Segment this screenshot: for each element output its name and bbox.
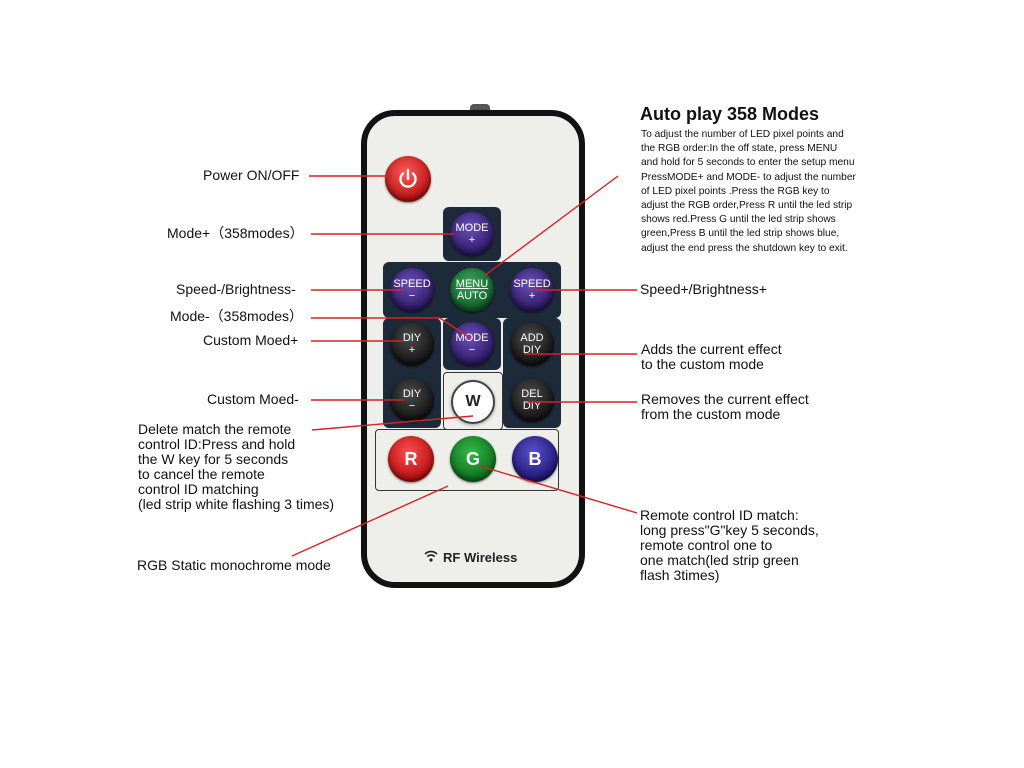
- mode-plus-label-top: MODE: [455, 222, 489, 234]
- line-menu: [483, 175, 619, 277]
- speed-plus-label-bottom: +: [528, 290, 536, 302]
- add-diy-label-top: ADD: [520, 332, 544, 344]
- b-label: B: [528, 449, 542, 469]
- line-id-match: [479, 465, 638, 514]
- diy-minus-label-bottom: −: [408, 400, 416, 412]
- label-speed-minus: Speed-/Brightness-: [176, 281, 296, 297]
- mode-plus-label-bottom: +: [468, 234, 476, 246]
- auto-play-title: Auto play 358 Modes: [640, 104, 820, 124]
- label-speed-plus: Speed+/Brightness+: [640, 281, 767, 297]
- w-label: W: [465, 393, 481, 410]
- b-button[interactable]: B: [512, 436, 558, 482]
- add-diy-label-bottom: DIY: [522, 344, 542, 356]
- speed-minus-label-top: SPEED: [393, 278, 431, 290]
- rgb-button-frame: [375, 429, 559, 491]
- add-diy-button[interactable]: ADD DIY: [510, 322, 554, 366]
- menu-label: MENU: [455, 278, 489, 290]
- power-button[interactable]: [385, 156, 431, 202]
- diy-plus-button[interactable]: DIY +: [390, 322, 434, 366]
- rf-wireless-label: RF Wireless: [443, 550, 518, 565]
- mode-plus-button[interactable]: MODE +: [450, 212, 494, 256]
- r-label: R: [404, 449, 418, 469]
- label-mode-minus: Mode-（358modes）: [170, 308, 304, 324]
- diy-minus-label-top: DIY: [402, 388, 422, 400]
- r-button[interactable]: R: [388, 436, 434, 482]
- del-diy-label-top: DEL: [521, 388, 543, 400]
- del-diy-button[interactable]: DEL DIY: [510, 378, 554, 422]
- label-custom-plus: Custom Moed+: [203, 332, 299, 348]
- label-delete-match: Delete match the remote control ID:Press…: [138, 421, 335, 512]
- line-rgb-static: [291, 485, 449, 557]
- label-id-match: Remote control ID match: long press"G"ke…: [640, 507, 819, 583]
- mode-minus-label-top: MODE: [455, 332, 489, 344]
- speed-minus-label-bottom: −: [408, 290, 416, 302]
- line-mode-minus-d: [439, 317, 471, 339]
- diy-plus-label-top: DIY: [402, 332, 422, 344]
- remote-antenna-nub: [470, 104, 490, 112]
- auto-play-description: To adjust the number of LED pixel points…: [641, 129, 856, 254]
- label-custom-minus: Custom Moed-: [207, 391, 299, 407]
- mode-minus-label-bottom: −: [468, 344, 476, 356]
- del-diy-label-bottom: DIY: [522, 400, 542, 412]
- auto-label: AUTO: [456, 290, 488, 302]
- g-label: G: [465, 449, 480, 469]
- label-remove-effect: Removes the current effect from the cust…: [641, 391, 809, 422]
- speed-plus-label-top: SPEED: [513, 278, 551, 290]
- label-mode-plus: Mode+（358modes）: [167, 225, 304, 241]
- power-icon: [399, 168, 417, 188]
- label-power: Power ON/OFF: [203, 167, 300, 183]
- label-rgb-static: RGB Static monochrome mode: [137, 557, 331, 573]
- label-add-effect: Adds the current effect to the custom mo…: [641, 341, 782, 372]
- wifi-signal-icon: [424, 550, 438, 562]
- diy-plus-label-bottom: +: [408, 344, 416, 356]
- g-button[interactable]: G: [450, 436, 496, 482]
- menu-auto-button[interactable]: MENU AUTO: [450, 268, 494, 312]
- line-delete-match: [311, 415, 474, 431]
- speed-plus-button[interactable]: SPEED +: [510, 268, 554, 312]
